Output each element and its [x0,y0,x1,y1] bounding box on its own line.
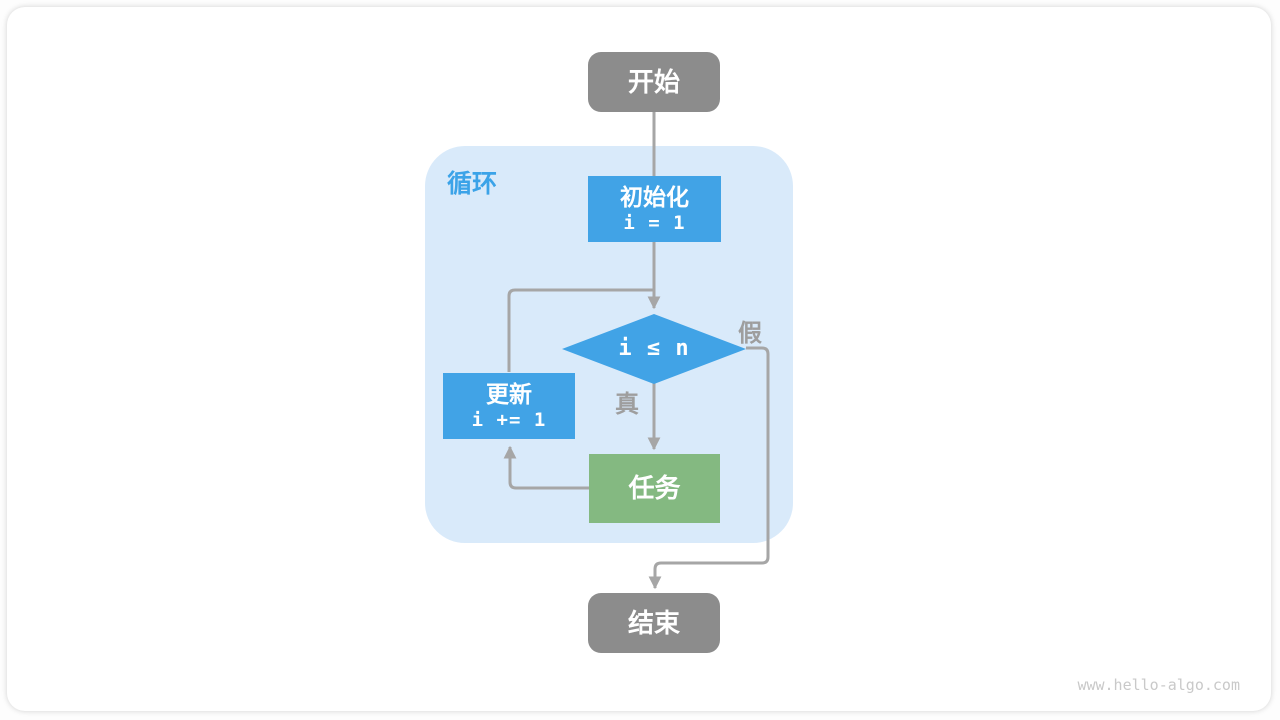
update-node: 更新 i += 1 [443,373,575,439]
watermark: www.hello-algo.com [1077,676,1240,694]
end-node-label: 结束 [627,607,680,638]
loop-group-label: 循环 [447,170,498,198]
task-node: 任务 [589,454,720,523]
init-node: 初始化 i = 1 [588,176,721,242]
task-node-label: 任务 [628,473,681,504]
condition-node-code: i ≤ n [618,336,690,362]
end-node: 结束 [588,593,720,653]
update-node-code: i += 1 [471,408,547,431]
start-node: 开始 [588,52,720,112]
edge-label-false: 假 [738,320,762,347]
init-node-label: 初始化 [620,183,689,210]
start-node-label: 开始 [627,66,680,97]
edge-label-true: 真 [615,391,639,418]
init-node-code: i = 1 [623,211,686,234]
update-node-label: 更新 [486,380,532,407]
